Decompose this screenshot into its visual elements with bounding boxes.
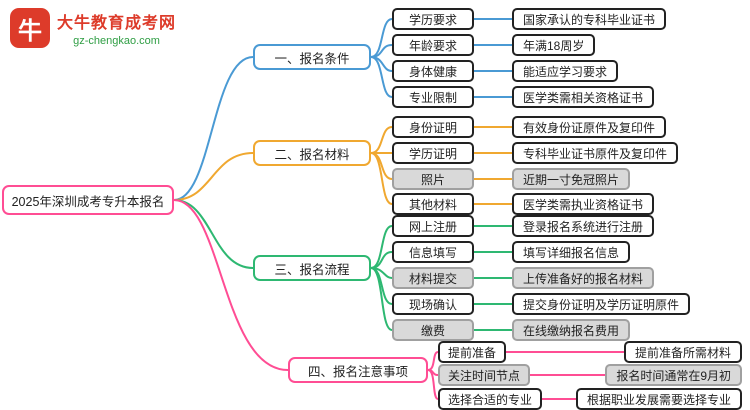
- branch-node-materials: 二、报名材料: [253, 140, 371, 166]
- row-connector: [474, 303, 512, 305]
- leaf-row: 提前准备 提前准备所需材料: [438, 341, 742, 363]
- connector-b2-r0: [370, 126, 393, 154]
- leaf-value: 有效身份证原件及复印件: [512, 116, 667, 138]
- row-connector: [474, 152, 512, 154]
- leaf-label: 身份证明: [392, 116, 474, 138]
- connector-root-b4: [173, 199, 289, 371]
- leaf-value: 近期一寸免冠照片: [512, 168, 631, 190]
- leaf-label: 提前准备: [438, 341, 507, 363]
- leaf-label: 信息填写: [392, 241, 474, 263]
- leaf-row: 缴费 在线缴纳报名费用: [392, 319, 631, 341]
- leaf-value: 专科毕业证书原件及复印件: [512, 142, 679, 164]
- connector-b3-r1: [370, 251, 393, 269]
- row-connector: [474, 225, 512, 227]
- leaf-row: 现场确认 提交身份证明及学历证明原件: [392, 293, 691, 315]
- branch-node-process: 三、报名流程: [253, 255, 371, 281]
- logo-title: 大牛教育成考网: [57, 15, 177, 32]
- connector-b1-r3: [370, 56, 393, 98]
- leaf-row: 专业限制 医学类需相关资格证书: [392, 86, 655, 108]
- leaf-label: 缴费: [392, 319, 474, 341]
- leaf-value: 登录报名系统进行注册: [512, 215, 655, 237]
- connector-b4-r2: [427, 369, 439, 400]
- leaf-row: 身份证明 有效身份证原件及复印件: [392, 116, 667, 138]
- leaf-value: 医学类需执业资格证书: [512, 193, 655, 215]
- leaf-value: 国家承认的专科毕业证书: [512, 8, 667, 30]
- leaf-value: 提前准备所需材料: [623, 341, 742, 363]
- leaf-row: 其他材料 医学类需执业资格证书: [392, 193, 655, 215]
- leaf-label: 照片: [392, 168, 474, 190]
- leaf-value: 提交身份证明及学历证明原件: [512, 293, 691, 315]
- row-connector: [474, 44, 512, 46]
- row-connector: [542, 398, 576, 400]
- branch-node-notes: 四、报名注意事项: [288, 357, 428, 383]
- leaf-label: 年龄要求: [392, 34, 474, 56]
- leaf-row: 网上注册 登录报名系统进行注册: [392, 215, 655, 237]
- row-connector: [474, 126, 512, 128]
- leaf-row: 照片 近期一寸免冠照片: [392, 168, 631, 190]
- leaf-label: 网上注册: [392, 215, 474, 237]
- connector-b4-r0: [427, 351, 439, 371]
- leaf-label: 材料提交: [392, 267, 474, 289]
- row-connector: [474, 277, 512, 279]
- leaf-row: 信息填写 填写详细报名信息: [392, 241, 631, 263]
- leaf-row: 学历要求 国家承认的专科毕业证书: [392, 8, 667, 30]
- leaf-label: 专业限制: [392, 86, 474, 108]
- leaf-row: 材料提交 上传准备好的报名材料: [392, 267, 655, 289]
- root-node: 2025年深圳成考专升本报名: [2, 185, 174, 215]
- row-connector: [474, 203, 512, 205]
- connector-root-b1: [173, 56, 254, 201]
- leaf-value: 年满18周岁: [512, 34, 596, 56]
- connector-b2-r3: [370, 152, 393, 205]
- row-connector: [474, 329, 512, 331]
- leaf-label: 其他材料: [392, 193, 474, 215]
- leaf-label: 身体健康: [392, 60, 474, 82]
- row-connector: [474, 178, 512, 180]
- leaf-label: 关注时间节点: [438, 364, 531, 386]
- leaf-label: 现场确认: [392, 293, 474, 315]
- leaf-row: 选择合适的专业 根据职业发展需要选择专业: [438, 388, 742, 410]
- row-connector: [474, 251, 512, 253]
- connector-root-b2: [173, 152, 254, 201]
- leaf-value: 根据职业发展需要选择专业: [575, 388, 742, 410]
- logo-text: 大牛教育成考网 gz-chengkao.com: [57, 9, 176, 47]
- leaf-value: 上传准备好的报名材料: [512, 267, 655, 289]
- leaf-value: 报名时间通常在9月初: [605, 364, 742, 386]
- bull-logo-icon: 牛: [10, 8, 50, 48]
- leaf-value: 填写详细报名信息: [512, 241, 631, 263]
- leaf-label: 选择合适的专业: [438, 388, 543, 410]
- leaf-row: 身体健康 能适应学习要求: [392, 60, 619, 82]
- site-logo: 牛 大牛教育成考网 gz-chengkao.com: [10, 8, 176, 48]
- row-connector: [530, 374, 606, 376]
- leaf-value: 医学类需相关资格证书: [512, 86, 655, 108]
- leaf-row: 学历证明 专科毕业证书原件及复印件: [392, 142, 679, 164]
- branch-node-conditions: 一、报名条件: [253, 44, 371, 70]
- leaf-value: 能适应学习要求: [512, 60, 619, 82]
- connector-b3-r4: [370, 267, 393, 331]
- row-connector: [474, 70, 512, 72]
- row-connector: [474, 18, 512, 20]
- leaf-value: 在线缴纳报名费用: [512, 319, 631, 341]
- connector-root-b3: [173, 199, 254, 269]
- leaf-row: 关注时间节点 报名时间通常在9月初: [438, 364, 742, 386]
- logo-domain: gz-chengkao.com: [73, 35, 160, 47]
- leaf-label: 学历要求: [392, 8, 474, 30]
- leaf-label: 学历证明: [392, 142, 474, 164]
- row-connector: [474, 96, 512, 98]
- leaf-row: 年龄要求 年满18周岁: [392, 34, 596, 56]
- row-connector: [506, 351, 624, 353]
